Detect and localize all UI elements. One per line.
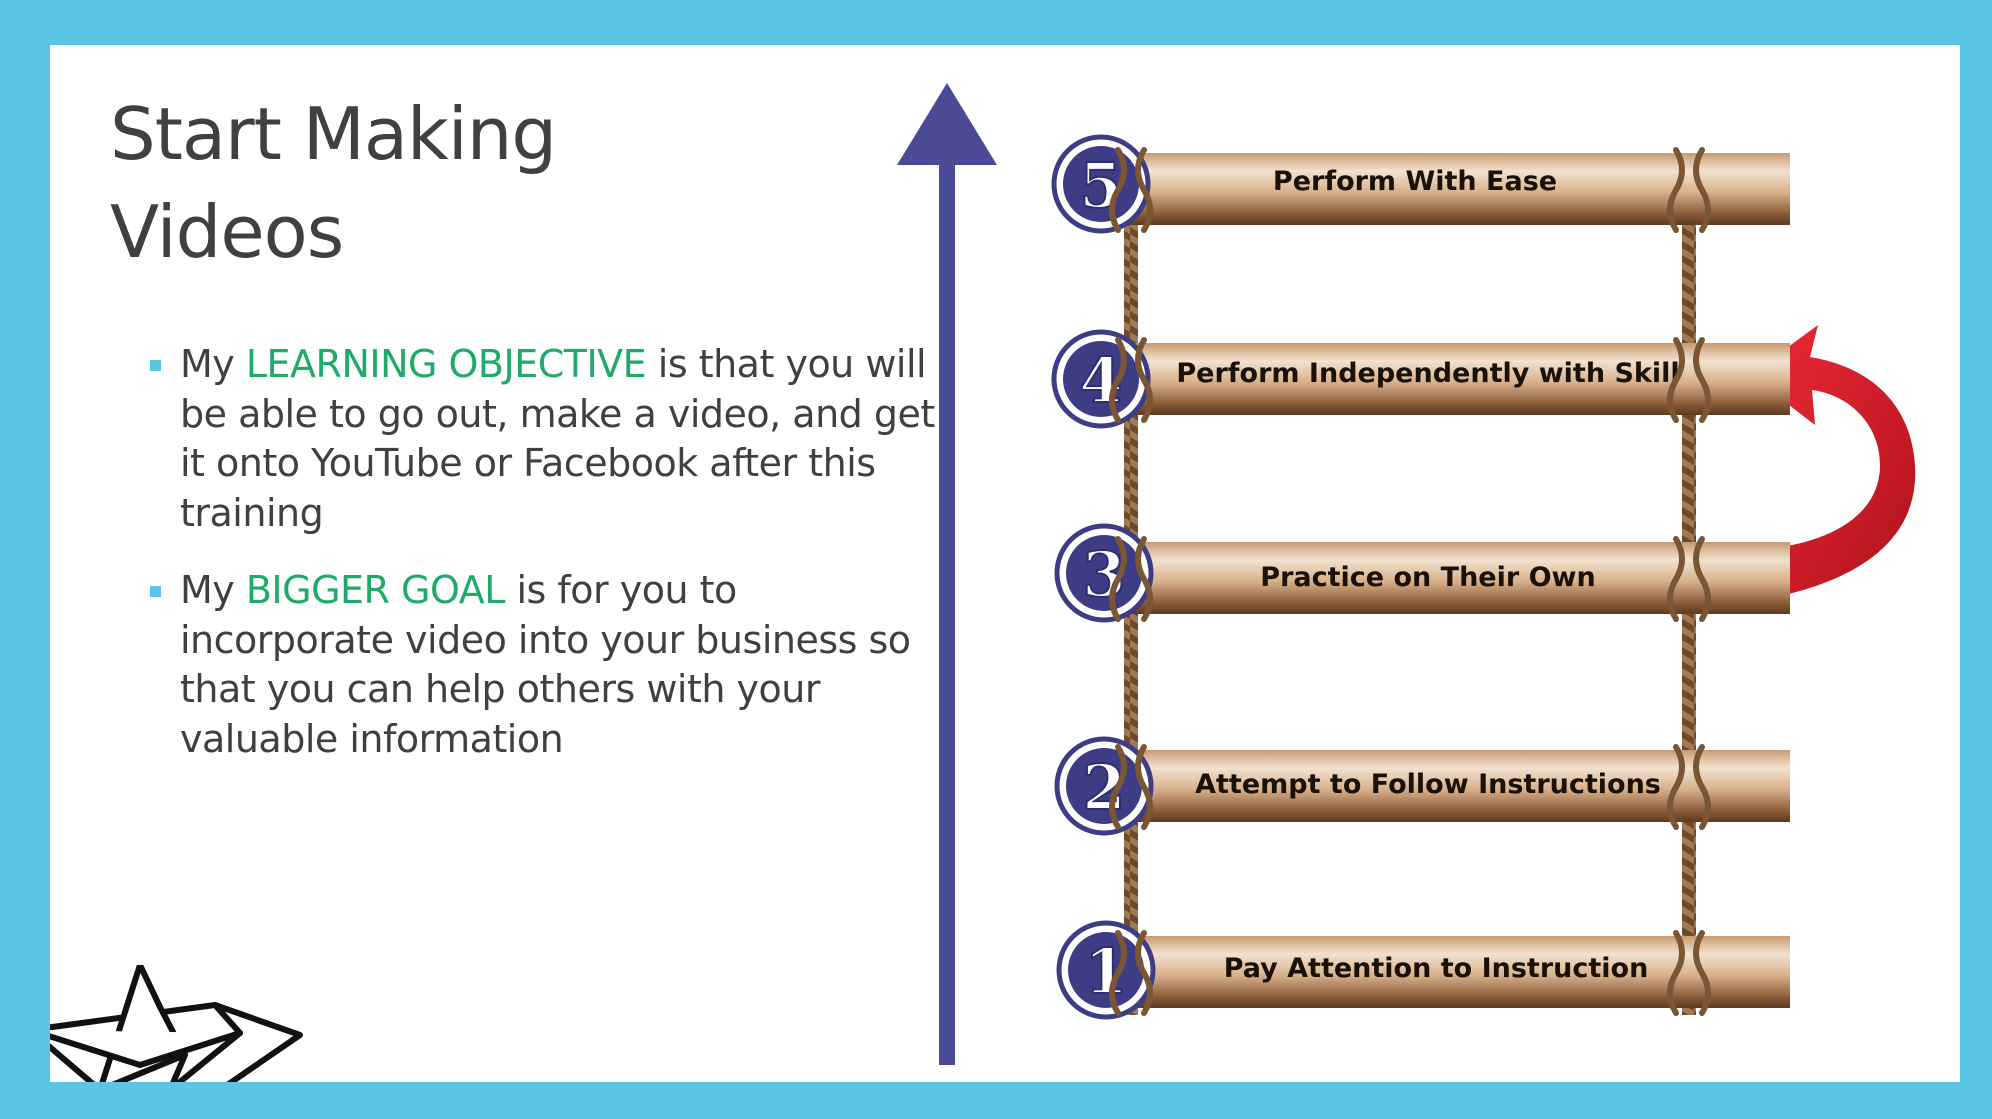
bullet-text-post: is that you will be able to go out, make… — [180, 342, 935, 535]
bullet-marker — [150, 360, 161, 371]
slide: Start Making Videos My LEARNING OBJECTIV… — [50, 45, 1960, 1082]
bullet-marker — [150, 586, 161, 597]
bullet-list: My LEARNING OBJECTIVE is that you will b… — [150, 340, 950, 792]
ladder-step: 5 Perform With Ease — [1051, 134, 1790, 234]
step-label: Perform Independently with Skill — [1176, 358, 1679, 389]
bullet-text-pre: My — [180, 568, 246, 612]
ladder-step: 4 Perform Independently with Skill — [1051, 329, 1790, 429]
ladder-step: 1 Pay Attention to Instruction — [1056, 920, 1790, 1020]
bullet-text-post: is for you to incorporate video into you… — [180, 568, 911, 761]
bullet-learning-objective: My LEARNING OBJECTIVE is that you will b… — [150, 340, 950, 538]
step-label: Perform With Ease — [1273, 166, 1557, 197]
step-label: Practice on Their Own — [1260, 562, 1595, 593]
step-label: Pay Attention to Instruction — [1224, 953, 1649, 984]
rope-knots — [1109, 147, 1711, 1016]
step-label: Attempt to Follow Instructions — [1195, 769, 1661, 800]
ladder-diagram: 5 Perform With Ease 4 Perform Independen… — [897, 83, 1916, 1065]
bullet-highlight: BIGGER GOAL — [245, 568, 506, 612]
step-number: 5 — [1079, 149, 1122, 222]
bullet-bigger-goal: My BIGGER GOAL is for you to incorporate… — [150, 566, 950, 764]
step-badge-inner — [1063, 341, 1139, 417]
ladder-step: 2 Attempt to Follow Instructions — [1054, 736, 1790, 836]
title-line-2: Videos — [110, 190, 344, 274]
title-line-1: Start Making — [110, 92, 557, 176]
slide-title: Start Making Videos — [110, 85, 710, 281]
bullet-text-pre: My — [180, 342, 246, 386]
up-arrow-icon — [897, 83, 997, 1065]
curved-arrow-icon — [1750, 325, 1916, 601]
paper-boat-icon — [50, 965, 303, 1082]
bullet-highlight: LEARNING OBJECTIVE — [245, 342, 647, 386]
step-badge-inner — [1063, 146, 1139, 222]
